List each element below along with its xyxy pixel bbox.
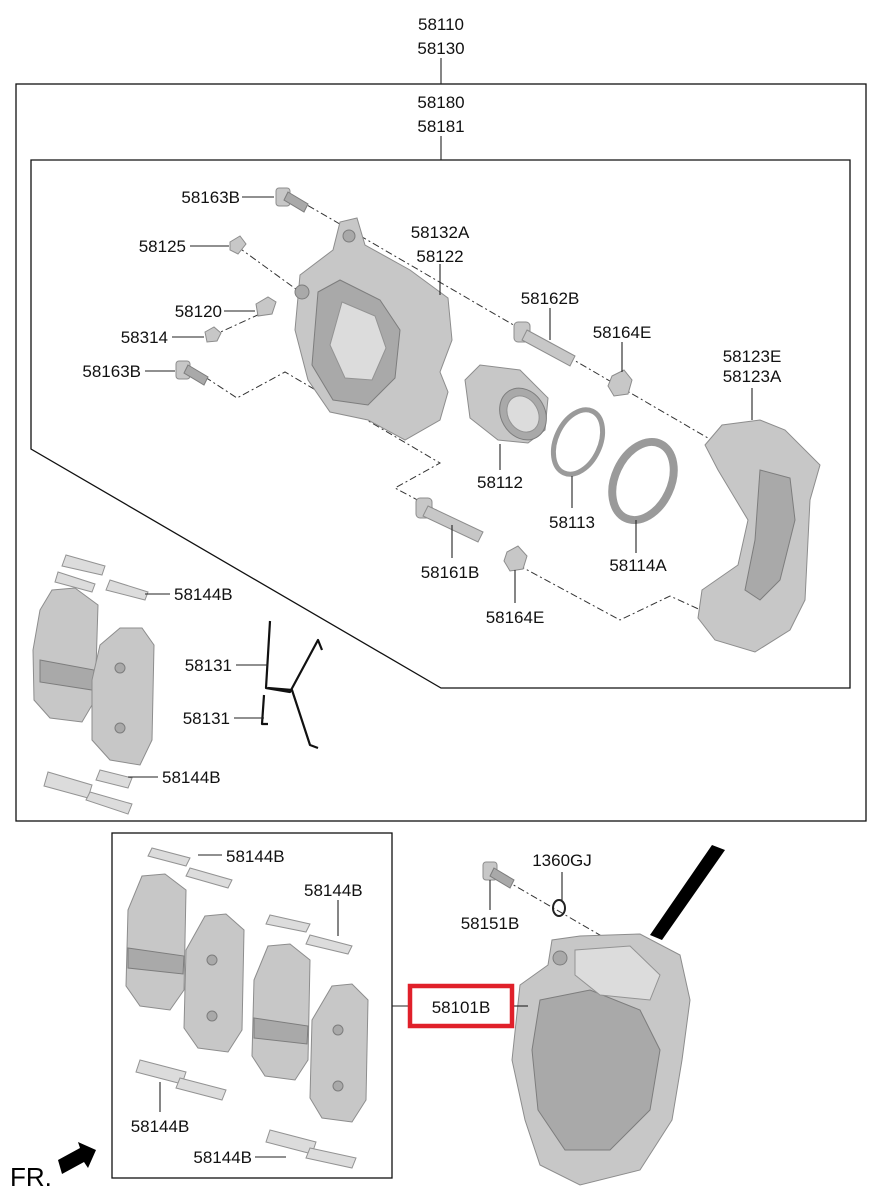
label-58101b[interactable]: 58101B bbox=[432, 998, 491, 1017]
guide-pin-58162b bbox=[513, 321, 576, 367]
caliper-housing-58122 bbox=[294, 217, 453, 441]
piston-58112 bbox=[464, 364, 549, 444]
axis-line-boot bbox=[517, 564, 706, 621]
axis-line-pin bbox=[237, 246, 301, 293]
label-58114a: 58114A bbox=[609, 556, 667, 575]
kit-clip-4 bbox=[265, 1129, 357, 1169]
axis-line-bleeder bbox=[211, 306, 276, 337]
label-58144b-kit1: 58144B bbox=[226, 847, 285, 866]
label-58180: 58180 bbox=[417, 93, 464, 112]
label-58144b-kit2: 58144B bbox=[304, 881, 363, 900]
label-58132a: 58132A bbox=[411, 223, 470, 242]
label-58144b-mid: 58144B bbox=[162, 768, 221, 787]
kit-pad-1 bbox=[125, 873, 187, 1011]
brake-pad-left-b bbox=[91, 627, 155, 766]
label-58131-b: 58131 bbox=[183, 709, 230, 728]
label-58110: 58110 bbox=[418, 15, 464, 34]
washer-1360gj bbox=[552, 899, 566, 917]
axis-line-washer bbox=[504, 879, 606, 939]
label-58151b: 58151B bbox=[461, 914, 520, 933]
spring-58131 bbox=[260, 620, 324, 750]
kit-clip-1 bbox=[147, 847, 233, 889]
label-58123e: 58123E bbox=[723, 347, 782, 366]
anti-rattle-clip-lower bbox=[43, 769, 133, 815]
label-1360gj: 1360GJ bbox=[532, 851, 592, 870]
kit-pad-2 bbox=[183, 913, 245, 1053]
axis-line-bolt-top bbox=[294, 197, 721, 446]
label-58144b-kit3: 58144B bbox=[131, 1117, 190, 1136]
label-58131-a: 58131 bbox=[185, 656, 232, 675]
label-58161b: 58161B bbox=[421, 563, 480, 582]
bolt-58163b-low bbox=[175, 360, 209, 386]
label-58164e-top: 58164E bbox=[593, 323, 652, 342]
label-58112: 58112 bbox=[477, 473, 523, 492]
label-58164e-bottom: 58164E bbox=[486, 608, 545, 627]
seal-58113 bbox=[550, 407, 606, 477]
label-58314: 58314 bbox=[121, 328, 168, 347]
front-label: FR. bbox=[10, 1162, 52, 1192]
label-58125: 58125 bbox=[139, 237, 186, 256]
label-58120: 58120 bbox=[175, 302, 222, 321]
highlight-box-58101b bbox=[407, 983, 515, 1029]
carrier-58123e bbox=[697, 419, 821, 653]
label-58181: 58181 bbox=[417, 117, 464, 136]
label-58163b-low: 58163B bbox=[82, 362, 141, 381]
kit-pad-4 bbox=[309, 983, 369, 1123]
label-58162b: 58162B bbox=[521, 289, 580, 308]
caliper-assembly-58101b bbox=[511, 933, 691, 1186]
label-58122: 58122 bbox=[416, 247, 463, 266]
boot-58164e-bottom bbox=[503, 545, 528, 572]
label-58130: 58130 bbox=[417, 39, 464, 58]
brake-pad-left-a bbox=[32, 587, 99, 723]
kit-pad-3 bbox=[251, 943, 311, 1081]
dust-cap-58125 bbox=[229, 235, 247, 255]
bleeder-58120 bbox=[255, 296, 277, 317]
bolt-58151b bbox=[482, 861, 515, 889]
brake-hose bbox=[650, 845, 725, 940]
cap-58314 bbox=[204, 326, 222, 343]
boot-58114a bbox=[608, 438, 678, 524]
arrow-icon bbox=[58, 1142, 96, 1174]
kit-clip-2 bbox=[265, 914, 353, 955]
inner-frame bbox=[30, 159, 851, 689]
anti-rattle-clip-upper bbox=[54, 554, 149, 601]
label-58144b-kit4: 58144B bbox=[193, 1148, 252, 1167]
label-58144b-upper: 58144B bbox=[174, 585, 233, 604]
boot-58164e-top bbox=[607, 369, 633, 397]
label-58113: 58113 bbox=[549, 513, 595, 532]
kit-clip-3 bbox=[135, 1059, 227, 1101]
bolt-58163b-top bbox=[275, 187, 309, 213]
guide-pin-58161b bbox=[415, 497, 484, 543]
label-58163b-top: 58163B bbox=[181, 188, 240, 207]
label-58123a: 58123A bbox=[723, 367, 782, 386]
